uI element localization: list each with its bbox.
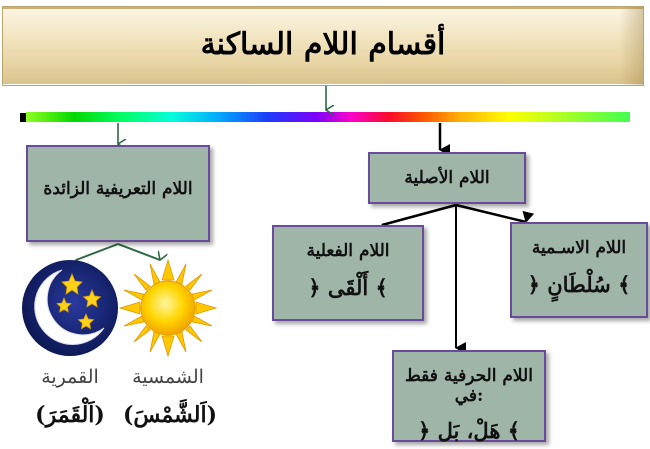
connector-nominal <box>455 203 535 224</box>
moon-icon <box>22 260 118 356</box>
sun-icon <box>118 258 218 358</box>
box-verbal-label: اللام الفعلية <box>306 241 390 261</box>
title-banner: أقسام اللام الساكنة <box>2 6 644 86</box>
box-verbal-example: ﴿ أَلْقَى ﴾ <box>308 275 388 300</box>
lunar-example: (اَلْقَمَرَ) <box>35 402 105 428</box>
box-nominal-lam: اللام الاسـمية ﴿ سُلْطَانٍ ﴾ <box>510 222 648 318</box>
solar-label: الشمسية <box>132 366 204 388</box>
connector-verbal <box>378 203 457 237</box>
box-verbal-lam: اللام الفعلية ﴿ أَلْقَى ﴾ <box>272 225 424 321</box>
connector-lunar <box>76 243 119 260</box>
diagram-title: أقسام اللام الساكنة <box>200 27 446 62</box>
lunar-label: القمرية <box>41 366 99 388</box>
spectrum-bar <box>26 112 630 122</box>
solar-example: (اَلشَّمْسَ) <box>122 402 218 428</box>
box-definite-label: اللام التعريفية الزائدة <box>43 179 193 199</box>
box-root-lam: اللام الأصلية <box>368 152 526 204</box>
star-icon <box>56 272 102 330</box>
spectrum-bar-end <box>20 113 28 122</box>
box-particle-lam: اللام الحرفية فقط في: ﴿ هَلْ، بَل ﴾ <box>392 350 546 443</box>
box-nominal-label: اللام الاسـمية <box>531 238 627 258</box>
box-definite-lam: اللام التعريفية الزائدة <box>26 145 210 242</box>
box-nominal-example: ﴿ سُلْطَانٍ ﴾ <box>527 272 631 297</box>
box-particle-example: ﴿ هَلْ، بَل ﴾ <box>417 418 521 443</box>
box-particle-label: اللام الحرفية فقط في: <box>405 366 533 406</box>
connector-solar <box>117 243 160 260</box>
box-root-label: اللام الأصلية <box>404 168 490 188</box>
